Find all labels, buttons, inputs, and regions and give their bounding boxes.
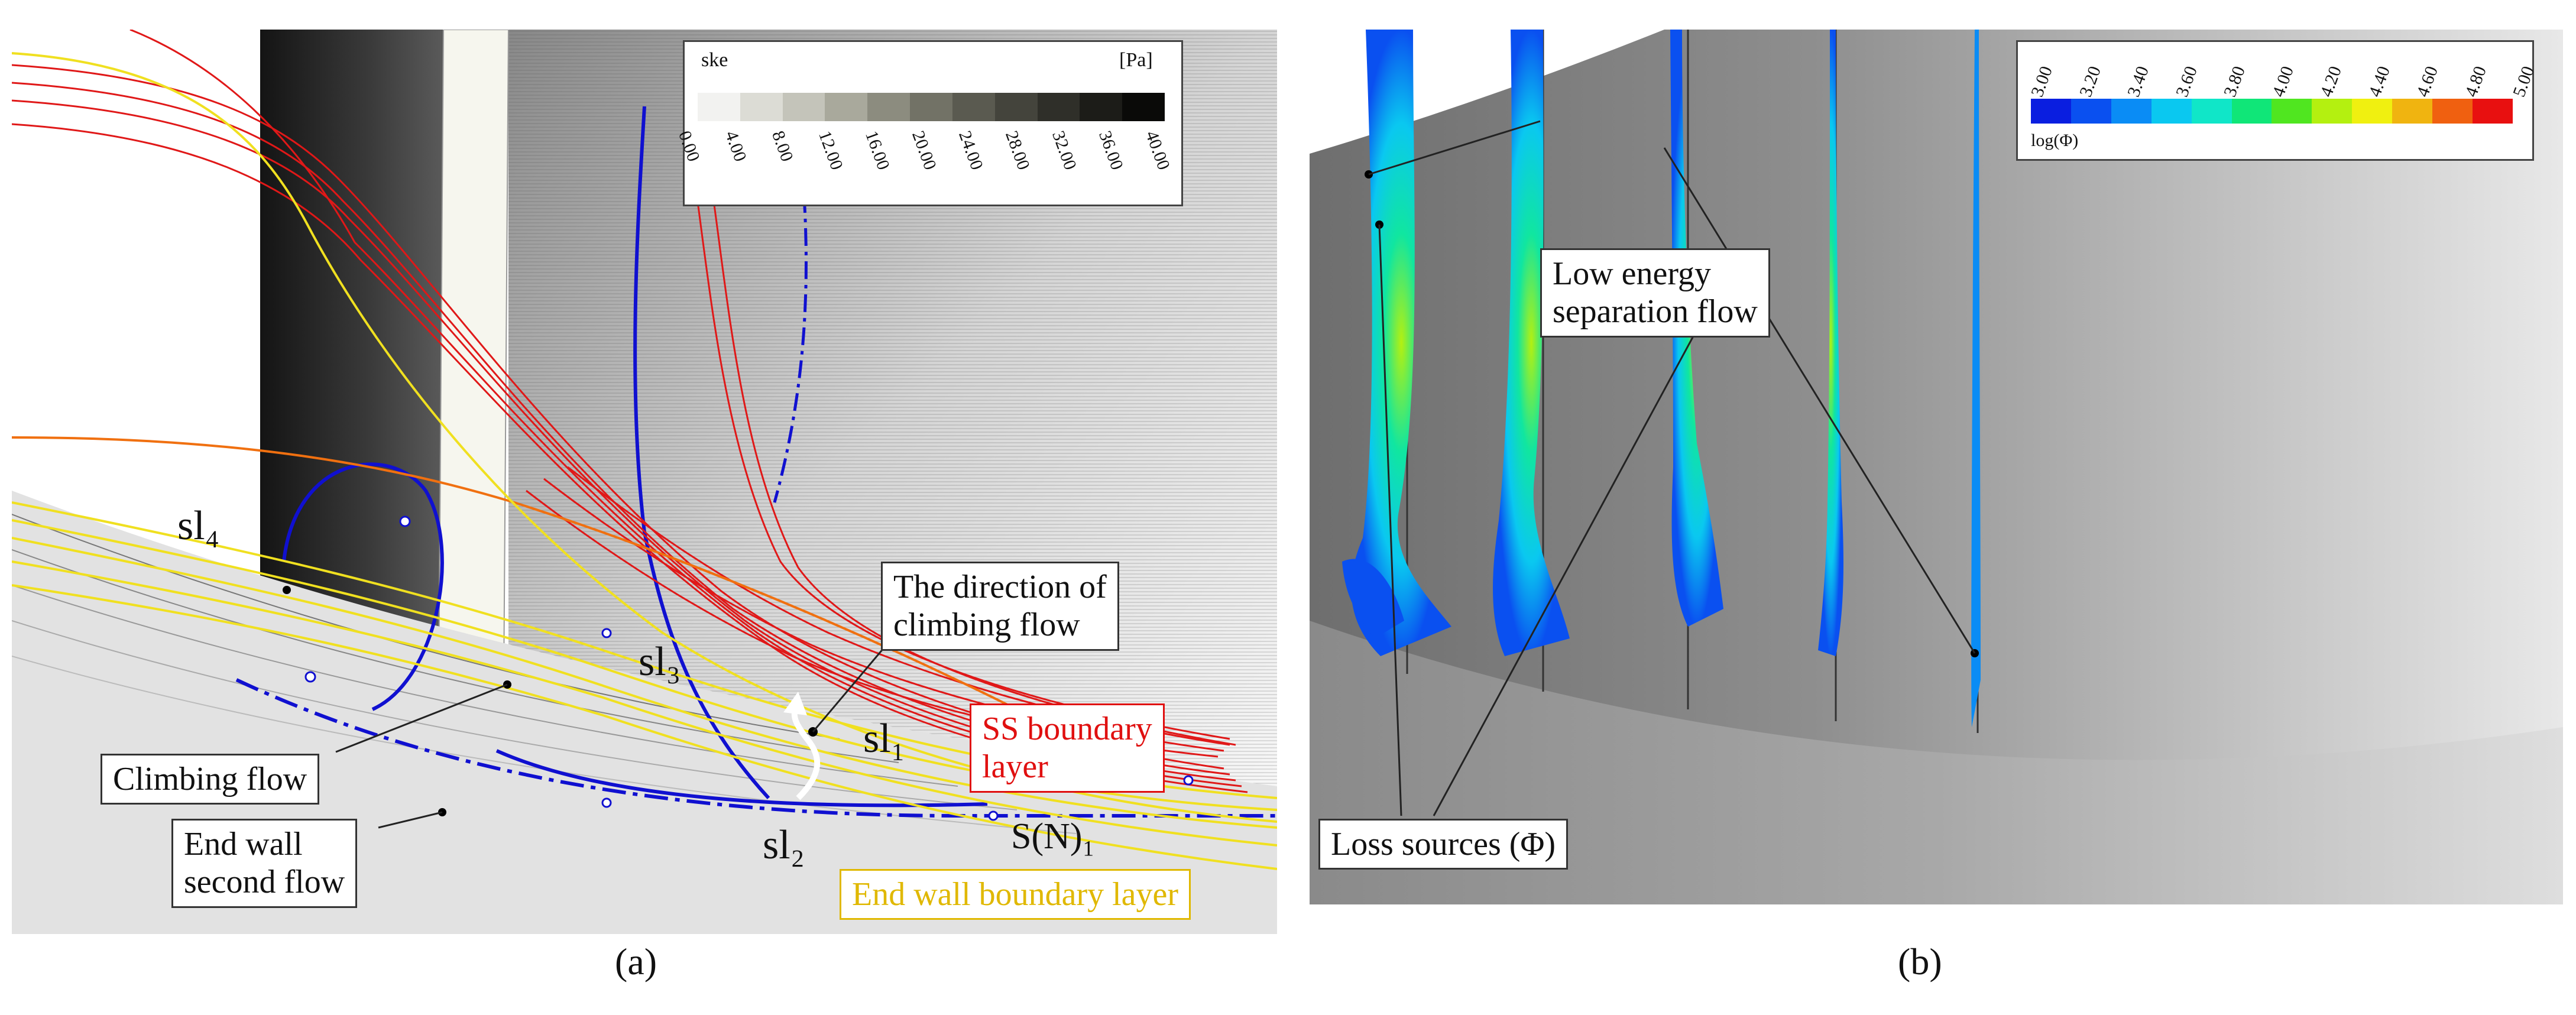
label-sl1: sl₁ [863, 716, 906, 761]
caption-a: (a) [615, 941, 657, 982]
phi-color-scale [2031, 99, 2513, 124]
phi-swatch [2352, 99, 2393, 124]
ske-legend-unit: [Pa] [1119, 49, 1153, 71]
ske-swatch [1037, 93, 1080, 121]
ske-swatch [782, 93, 825, 121]
phi-tick-label: 4.60 [2413, 63, 2442, 100]
callout-ss-boundary-layer: SS boundary layer [970, 703, 1165, 793]
panel-b-graphic [1310, 30, 2563, 904]
phi-swatch [2432, 99, 2473, 124]
ske-swatch [825, 93, 868, 121]
phi-tick-label: 3.40 [2124, 63, 2153, 100]
phi-tick-label: 3.20 [2075, 63, 2105, 100]
ske-tick-label: 28.00 [1001, 128, 1034, 173]
ske-swatch [698, 93, 740, 121]
phi-tick-label: 3.80 [2220, 63, 2249, 100]
ske-tick-label: 12.00 [814, 128, 847, 173]
log-phi-legend: 3.00 3.20 3.40 3.60 3.80 4.00 4.20 4.40 4.60 4.80… [2016, 40, 2538, 161]
phi-swatch [2031, 99, 2071, 124]
phi-swatch [2111, 99, 2151, 124]
phi-swatch [2272, 99, 2312, 124]
ske-tick-label: 8.00 [767, 128, 797, 164]
separation-surface [1310, 30, 2563, 797]
phi-tick-label: 3.60 [2172, 63, 2201, 100]
callout-low-energy-separation-flow: Low energy separation flow [1540, 248, 1770, 338]
label-sn1: S(N)₁ [1011, 816, 1096, 857]
phi-tick-label: 4.80 [2461, 63, 2490, 100]
phi-tick-label: 4.40 [2364, 63, 2394, 100]
ske-tick-label: 20.00 [908, 128, 941, 173]
end-wall-separation-line [235, 678, 1277, 818]
phi-tick-label: 4.20 [2316, 63, 2345, 100]
ske-swatch [910, 93, 952, 121]
panel-b-leaders [1368, 120, 1976, 816]
ske-swatch [994, 93, 1038, 121]
ske-tick-label: 24.00 [954, 128, 987, 173]
callout-end-wall-boundary-layer: End wall boundary layer [840, 869, 1191, 920]
phi-tick-label: 3.00 [2027, 63, 2056, 100]
callout-loss-sources: Loss sources (Φ) [1318, 819, 1568, 870]
phi-swatch [2191, 99, 2232, 124]
phi-tick-label: 4.00 [2268, 63, 2298, 100]
callout-climbing-direction: The direction of climbing flow [881, 562, 1119, 651]
label-sl2: sl₂ [763, 822, 805, 868]
ske-legend-title: ske [701, 49, 728, 71]
horseshoe-vortex-line [282, 462, 444, 711]
phi-swatch [2070, 99, 2111, 124]
hub-end-wall [1310, 621, 2563, 904]
ske-swatch [867, 93, 910, 121]
phi-swatch [2312, 99, 2353, 124]
ske-swatch [1122, 93, 1165, 121]
phi-legend-title: log(Φ) [2031, 131, 2079, 150]
ske-tick-label: 32.00 [1048, 128, 1081, 173]
ske-tick-label: 36.00 [1094, 128, 1127, 173]
ske-tick-label: 40.00 [1141, 128, 1174, 173]
panel-b-loss-view: 3.00 3.20 3.40 3.60 3.80 4.00 4.20 4.40 4.60 4.80… [1310, 30, 2563, 904]
phi-swatch [2151, 99, 2192, 124]
ske-swatch [740, 93, 783, 121]
ske-swatch [1080, 93, 1123, 121]
callout-climbing-flow: Climbing flow [101, 754, 320, 805]
caption-b: (b) [1898, 941, 1942, 982]
label-sl3: sl₃ [639, 639, 681, 685]
phi-swatch [2392, 99, 2433, 124]
phi-swatch [2231, 99, 2272, 124]
ske-color-scale [698, 93, 1165, 121]
marker-dots [283, 515, 1194, 821]
ske-swatch [952, 93, 995, 121]
orange-streamline [12, 436, 1018, 711]
callout-end-wall-second-flow: End wall second flow [171, 819, 358, 908]
callout-leaders [335, 644, 888, 829]
ske-tick-label: 4.00 [721, 128, 750, 164]
climbing-direction-arrow [791, 708, 821, 800]
label-sl4: sl₄ [177, 503, 220, 549]
phi-swatch [2472, 99, 2513, 124]
yellow-streamlines [12, 52, 1277, 870]
ske-tick-label: 16.00 [861, 128, 894, 173]
